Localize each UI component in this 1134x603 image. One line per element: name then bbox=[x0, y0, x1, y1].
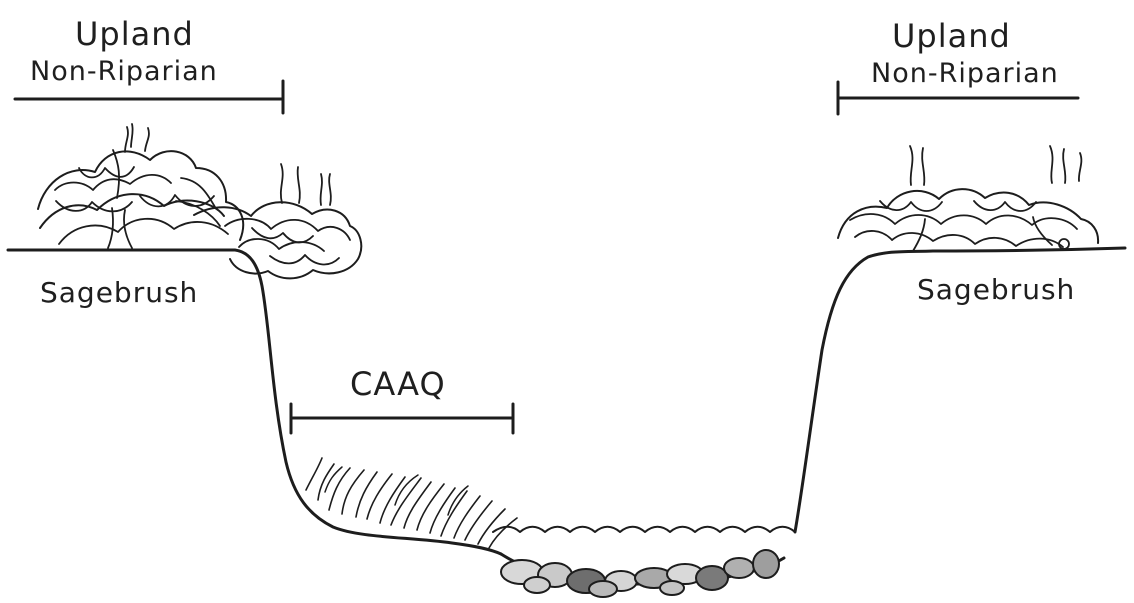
left-sagebrush-shrub-illustration bbox=[38, 124, 361, 278]
streambed-rocks bbox=[501, 550, 779, 597]
water-surface-line bbox=[493, 527, 795, 532]
left-sagebrush-label: Sagebrush bbox=[40, 276, 198, 309]
left-upland-label: Upland bbox=[75, 15, 194, 53]
right-non-riparian-label: Non-Riparian bbox=[871, 58, 1059, 89]
streambank-grass bbox=[306, 458, 517, 548]
right-sagebrush-shrub-illustration bbox=[838, 146, 1098, 251]
right-sagebrush-label: Sagebrush bbox=[917, 273, 1075, 306]
left-non-riparian-label: Non-Riparian bbox=[30, 56, 218, 87]
caaq-range-bar bbox=[291, 404, 513, 433]
right-upland-label: Upland bbox=[892, 17, 1011, 55]
caaq-label: CAAQ bbox=[350, 365, 446, 403]
